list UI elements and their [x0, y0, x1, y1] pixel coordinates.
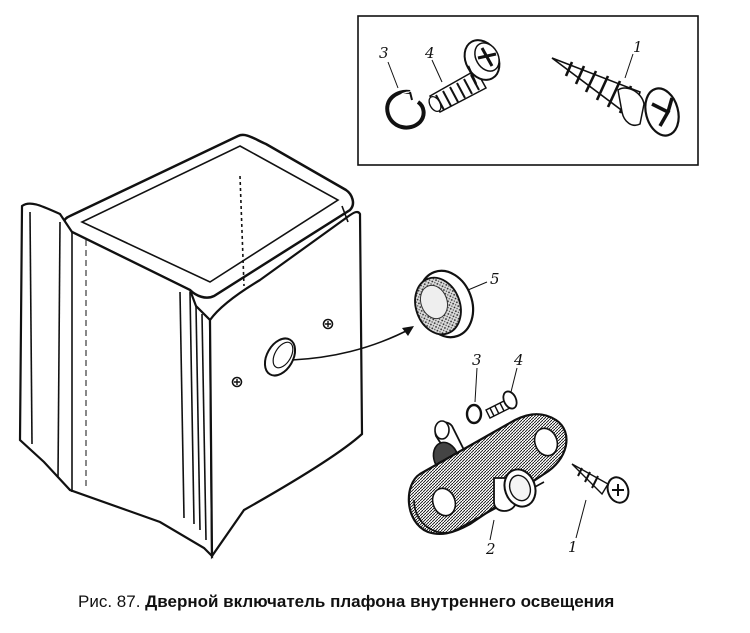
- inset-screw: [428, 39, 501, 113]
- door-switch-body: [407, 413, 568, 535]
- screw: [485, 390, 518, 419]
- inset-detail-panel: 3 4 1: [357, 15, 699, 166]
- inset-callout-self-tapping-screw: 1: [633, 38, 643, 56]
- panel-fastener-hole-lower: [231, 376, 243, 388]
- panel-switch-hole: [263, 337, 297, 377]
- callout-cap: 5: [490, 270, 500, 288]
- callout-switch-body: 2: [485, 540, 496, 558]
- door-pillar-panel: [18, 133, 364, 560]
- assembly-arrow: [291, 326, 414, 361]
- figure-title: Дверной включатель плафона внутреннего о…: [145, 592, 615, 611]
- callout-ring: 3: [472, 351, 482, 369]
- inset-self-tapping-screw: [551, 57, 680, 137]
- callout-screw: 4: [513, 351, 524, 369]
- figure-number: Рис. 87.: [78, 592, 141, 611]
- retaining-ring: [465, 403, 483, 425]
- inset-callout-screw: 4: [424, 44, 435, 62]
- self-tapping-screw: [571, 463, 630, 504]
- callout-self-tapping-screw: 1: [568, 538, 578, 556]
- panel-fastener-hole-upper: [322, 318, 334, 330]
- figure-caption: Рис. 87. Дверной включатель плафона внут…: [78, 592, 614, 612]
- rubber-cap: [414, 269, 475, 339]
- inset-callout-ring: 3: [379, 44, 389, 62]
- inset-retaining-ring: [385, 89, 426, 130]
- inset-frame: [357, 15, 699, 166]
